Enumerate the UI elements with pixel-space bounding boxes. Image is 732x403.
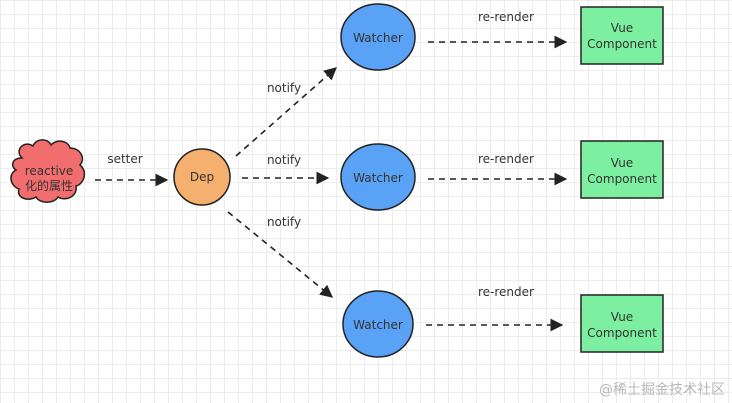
vue-component-top-line-2: Component — [587, 37, 657, 51]
rerender-edge-bottom: re-render — [426, 285, 564, 332]
notify-label-bottom: notify — [267, 215, 301, 229]
watermark: @稀土掘金技术社区 — [599, 382, 725, 398]
dep-label: Dep — [190, 170, 214, 184]
dep-node: Dep — [173, 148, 231, 206]
reactive-label-line-1: reactive — [25, 164, 74, 178]
rerender-edge-top: re-render — [428, 10, 568, 49]
reactive-property-node: reactive 化的属性 — [10, 139, 86, 203]
rerender-edge-middle: re-render — [428, 152, 568, 186]
vue-component-middle-line-2: Component — [587, 172, 657, 186]
notify-edge-middle: notify — [242, 153, 330, 185]
setter-edge: setter — [95, 152, 169, 187]
rerender-label-middle: re-render — [478, 152, 534, 166]
setter-label: setter — [107, 152, 142, 166]
watcher-label-middle: Watcher — [353, 171, 403, 185]
watcher-node-top: Watcher — [340, 3, 416, 71]
vue-component-top-line-1: Vue — [611, 21, 633, 35]
vue-component-bottom-line-1: Vue — [611, 310, 633, 324]
notify-edge-bottom: notify — [227, 211, 333, 298]
vue-component-node-top: Vue Component — [580, 6, 664, 65]
watcher-node-bottom: Watcher — [342, 290, 414, 358]
watcher-node-middle: Watcher — [340, 143, 416, 211]
watcher-label-top: Watcher — [353, 31, 403, 45]
vue-component-node-middle: Vue Component — [580, 140, 664, 199]
rerender-label-top: re-render — [478, 10, 534, 24]
notify-edge-top: notify — [235, 67, 337, 157]
reactive-label-line-2: 化的属性 — [25, 178, 73, 193]
notify-label-top: notify — [267, 81, 301, 95]
vue-component-bottom-line-2: Component — [587, 326, 657, 340]
watcher-label-bottom: Watcher — [353, 318, 403, 332]
reactive-cloud-shape — [10, 139, 86, 203]
vue-component-node-bottom: Vue Component — [580, 294, 664, 353]
notify-label-middle: notify — [267, 153, 301, 167]
rerender-label-bottom: re-render — [478, 285, 534, 299]
vue-component-middle-line-1: Vue — [611, 156, 633, 170]
